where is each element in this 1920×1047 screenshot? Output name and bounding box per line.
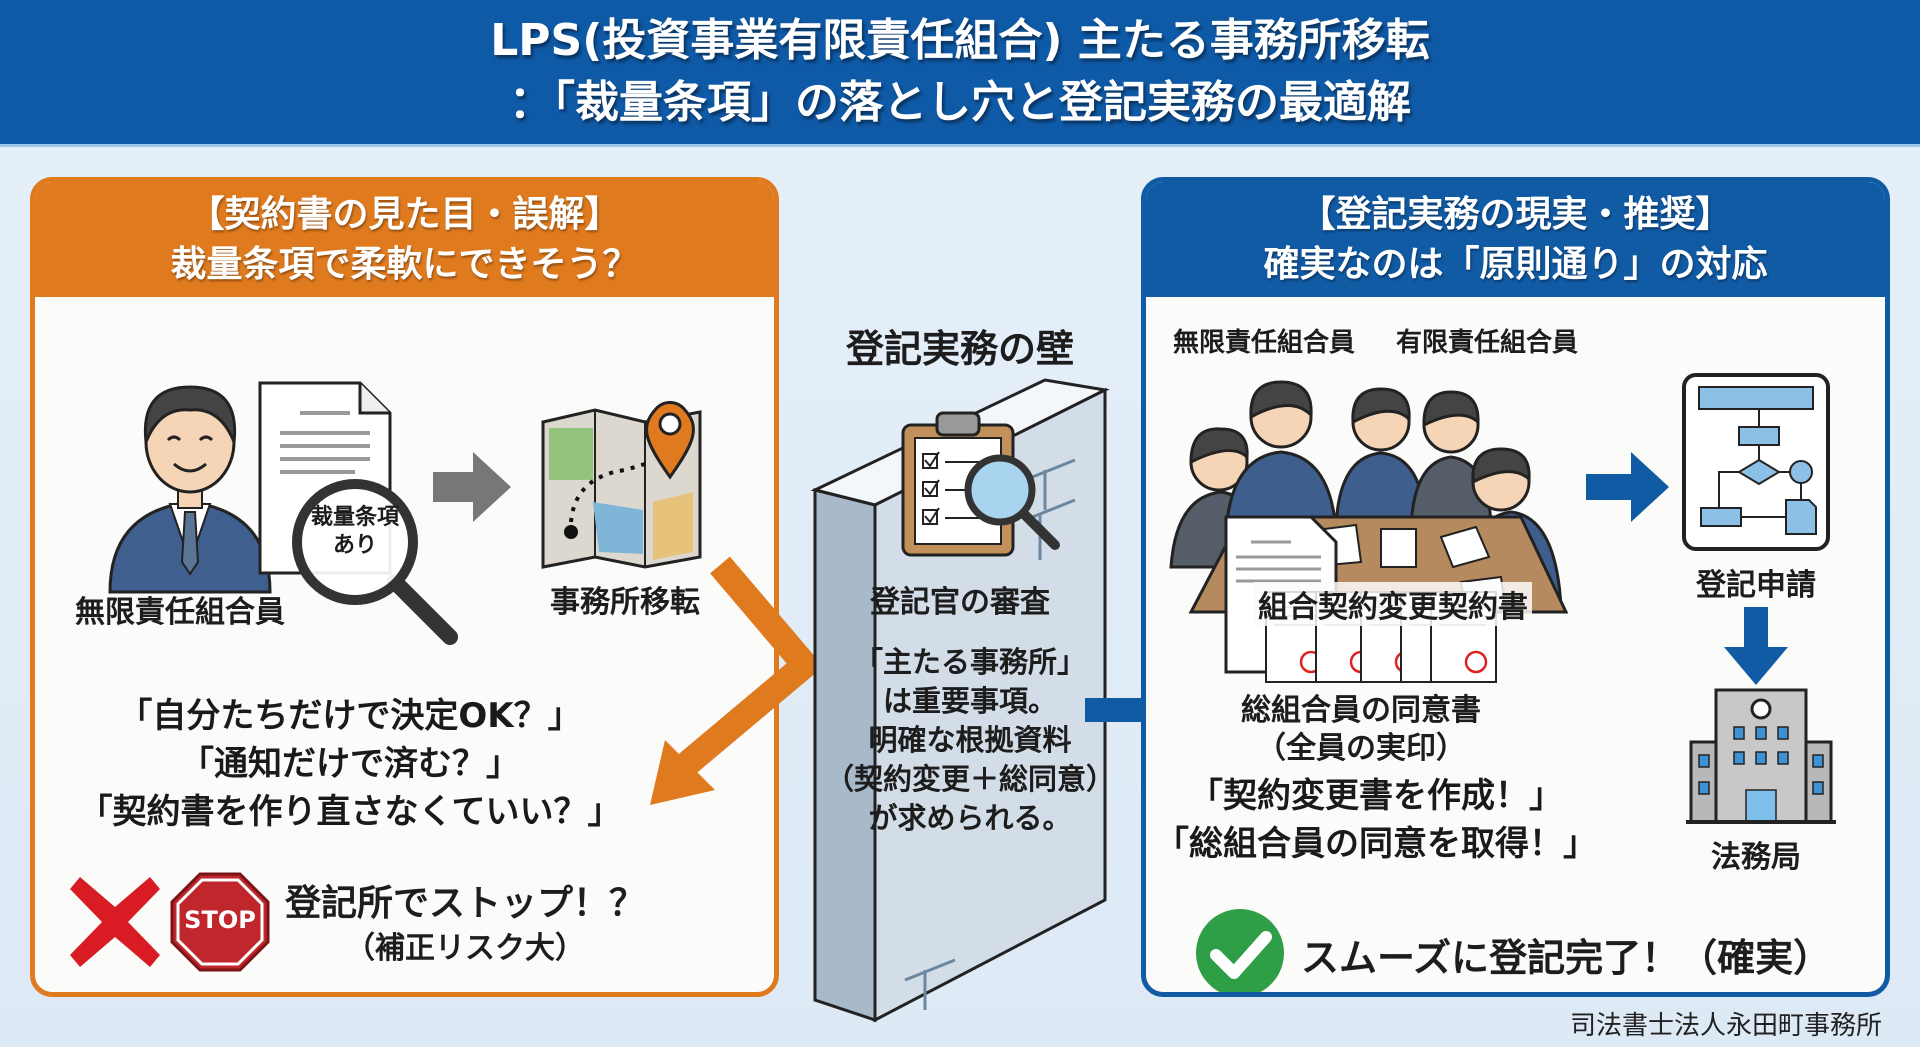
blue-down-arrow-icon: [1724, 607, 1788, 685]
question-item: 「自分たちだけで決定OK？」: [118, 696, 582, 736]
page-header: LPS(投資事業有限責任組合) 主たる事務所移転 ：「裁量条項」の落とし穴と登記…: [0, 0, 1920, 147]
registrar-review-label: 登記官の審査: [870, 585, 1050, 620]
explanation-line: 明確な根拠資料: [868, 723, 1072, 757]
partnership-amendment-label: 組合契約変更契約書: [1254, 582, 1532, 626]
firm-credit: 司法書士法人永田町事務所: [1569, 1011, 1882, 1041]
explanation-line: 「主たる事務所」: [853, 645, 1086, 679]
recommendation-heading-line2: 確実なのは「原則通り」の対応: [1263, 243, 1768, 285]
orange-bounce-arrow-icon: [650, 556, 824, 805]
map-location-icon: [541, 401, 702, 569]
application-label: 登記申請: [1696, 568, 1816, 603]
clipboard-checklist-icon: [901, 411, 1060, 557]
blue-arrow-to-application-icon: [1586, 452, 1669, 522]
registration-application-flowchart-icon: [1682, 373, 1830, 551]
magnifier-icon: [292, 479, 458, 645]
question-item: 「通知だけで済む？」: [180, 744, 520, 784]
magnifier-text: 裁量条項 あり: [297, 504, 413, 560]
warning-line1: 登記所でストップ！？: [284, 883, 645, 924]
page-title-line2: ：「裁量条項」の落とし穴と登記実務の最適解: [509, 77, 1411, 128]
explanation-line: が求められる。: [868, 801, 1072, 835]
explanation-line: は重要事項。: [882, 684, 1057, 718]
misconception-panel: 【契約書の見た目・誤解】 裁量条項で柔軟にできそう？ 裁量条項 あり 無: [30, 177, 779, 997]
legal-affairs-bureau-label: 法務局: [1711, 840, 1801, 875]
recommendation-heading-line1: 【登記実務の現実・推奨】: [1299, 193, 1732, 235]
magnifier-text-line1: 裁量条項: [310, 505, 399, 530]
recommendation-heading: 【登記実務の現実・推奨】 確実なのは「原則通り」の対応: [1146, 182, 1885, 297]
page-title-line1: LPS(投資事業有限責任組合) 主たる事務所移転: [490, 15, 1430, 66]
misconception-heading-line2: 裁量条項で柔軟にできそう？: [170, 243, 639, 285]
action-item: 「総組合員の同意を取得！」: [1155, 824, 1597, 864]
recommendation-panel: 【登記実務の現実・推奨】 確実なのは「原則通り」の対応 無限責任組合員 有限責任…: [1141, 177, 1890, 997]
stop-sign-icon: [170, 872, 270, 972]
consent-label: 総組合員の同意書: [1241, 693, 1481, 728]
office-relocation-label: 事務所移転: [550, 585, 700, 620]
gp-label: 無限責任組合員: [75, 595, 285, 630]
question-item: 「契約書を作り直さなくていい？」: [78, 792, 622, 832]
registration-success-text: スムーズに登記完了！（確実）: [1301, 936, 1832, 980]
green-check-icon: [1196, 909, 1284, 992]
recommended-actions: 「契約変更書を作成！」 「総組合員の同意を取得！」: [1146, 772, 1606, 868]
registry-stop-warning: 登記所でストップ！？ （補正リスク大）: [255, 880, 675, 970]
misconception-heading: 【契約書の見た目・誤解】 裁量条項で柔軟にできそう？: [35, 182, 774, 297]
businessman-icon: [108, 385, 272, 594]
wall-title: 登記実務の壁: [845, 327, 1074, 371]
action-item: 「契約変更書を作成！」: [1189, 776, 1563, 816]
personal-seal-icon: [1464, 650, 1488, 674]
gray-right-arrow-icon: [433, 452, 511, 522]
stop-sign-text: STOP: [184, 906, 256, 934]
explanation-line: （契約変更＋総同意）: [824, 762, 1115, 796]
misconception-heading-line1: 【契約書の見た目・誤解】: [188, 193, 621, 235]
gp-member-label: 無限責任組合員: [1173, 328, 1356, 358]
legal-affairs-bureau-building-icon: [1686, 688, 1836, 824]
wall-explanation: 「主たる事務所」 は重要事項。 明確な根拠資料 （契約変更＋総同意） が求められ…: [820, 643, 1120, 838]
magnifier-text-line2: あり: [332, 533, 377, 558]
warning-line2: （補正リスク大）: [345, 931, 585, 966]
question-list: 「自分たちだけで決定OK？」 「通知だけで済む？」 「契約書を作り直さなくていい…: [35, 692, 665, 836]
consent-sub-label: （全員の実印）: [1256, 731, 1466, 766]
red-x-icon: [70, 877, 160, 967]
lp-member-label: 有限責任組合員: [1396, 328, 1579, 358]
consent-document-label: 総組合員の同意書 （全員の実印）: [1211, 692, 1511, 768]
